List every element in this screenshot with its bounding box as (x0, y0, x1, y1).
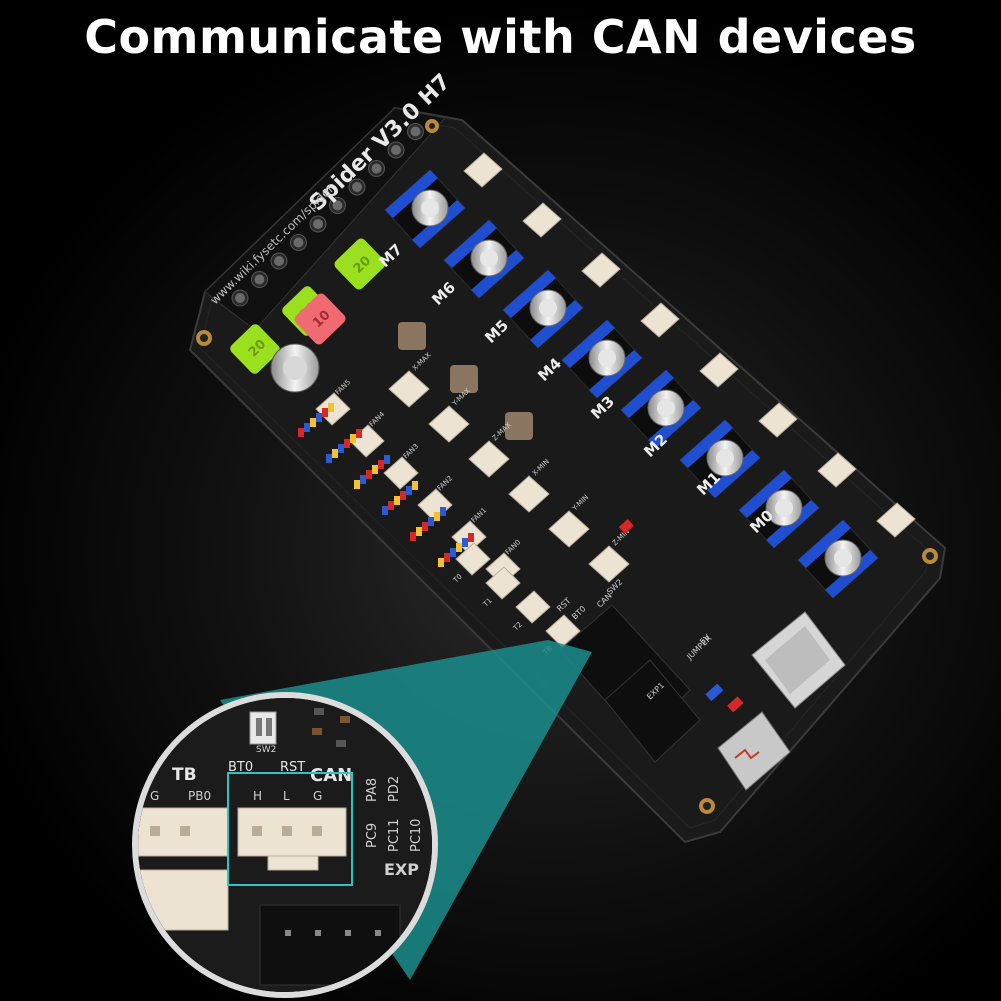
fuse-4: 20 (334, 238, 386, 290)
terminal-screw (270, 252, 288, 270)
can-highlight-box (227, 772, 353, 886)
inductor-3 (505, 412, 533, 440)
jumper-cap (440, 507, 446, 516)
can-l-label: L (283, 789, 290, 803)
jumper-blue (705, 683, 724, 702)
jumper-cap (462, 538, 468, 547)
jumper-cap (394, 496, 400, 505)
tb-label: TB (172, 765, 197, 785)
stepper-driver-slots (384, 152, 916, 599)
can-g-label: G (313, 789, 322, 803)
terminal-screw (407, 123, 424, 140)
fuse-1: 20 (230, 324, 280, 374)
driver-slot (561, 302, 680, 399)
sw2-switch (249, 711, 277, 745)
jumper-cap (350, 434, 356, 443)
jumper-cap (326, 454, 332, 463)
jumper-cap (304, 423, 310, 432)
jumper-cap (360, 475, 366, 484)
terminal-screw (368, 160, 385, 177)
inductor-2 (450, 365, 478, 393)
jumper-cap (322, 408, 328, 417)
headline: Communicate with CAN devices (84, 10, 917, 64)
jumper-cap (438, 558, 444, 567)
driver-slot (679, 402, 798, 499)
exp-label: EXP (384, 860, 419, 879)
bt0-label: BT0 (228, 760, 253, 775)
mounting-holes (196, 119, 938, 814)
pc10-label: PC10 (409, 819, 424, 852)
magnifier: SW2 TB BT0 RST CAN G PB0 H L G (132, 692, 438, 998)
inductor-1 (398, 322, 426, 350)
terminal-screw (290, 234, 307, 251)
fuse-3: 10 (294, 293, 346, 345)
jumper-cap (338, 444, 344, 453)
pa8-label: PA8 (365, 778, 380, 802)
jumper-cap (412, 481, 418, 490)
terminal-screw (348, 178, 366, 196)
jumper-cap (332, 449, 338, 458)
jumper-cap (366, 470, 372, 479)
jumper-cap (382, 506, 388, 515)
jumper-cap (344, 439, 350, 448)
jumper-cap (310, 418, 316, 427)
jumper-cap (384, 455, 390, 464)
jumper-cap (406, 486, 412, 495)
jumper-cap (422, 522, 428, 531)
pc9-label: PC9 (365, 823, 380, 848)
driver-slot (384, 152, 503, 249)
driver-slot (443, 202, 562, 299)
jumper-cap (410, 532, 416, 541)
jumper-cap (468, 533, 474, 542)
can-label: CAN (310, 765, 352, 786)
driver-slot (502, 252, 621, 349)
jumper-headers (298, 403, 474, 567)
rst-label: RST (280, 760, 305, 775)
sw2-label: SW2 (256, 745, 276, 755)
can-h-label: H (253, 789, 262, 803)
jumper-cap (416, 527, 422, 536)
terminal-screw (309, 215, 327, 233)
jumper-cap (298, 428, 304, 437)
jumper-red (727, 696, 744, 713)
jumper-cap (450, 548, 456, 557)
pc11-label: PC11 (387, 819, 402, 852)
jumper-cap (400, 491, 406, 500)
exp-header-zoom (259, 904, 401, 986)
jumper-cap (356, 429, 362, 438)
terminal-screw (231, 289, 249, 307)
jumper-cap (434, 512, 440, 521)
driver-slot (620, 352, 739, 449)
terminal-screw (251, 271, 268, 288)
terminal-screws (231, 123, 424, 307)
pd2-label: PD2 (387, 776, 402, 802)
pin-pb0-label: PB0 (188, 789, 211, 803)
jumper-cap (354, 480, 360, 489)
thermistor-connector: T0 (451, 542, 491, 585)
terminal-screw (387, 141, 405, 159)
terminal-screw (329, 197, 346, 214)
pin-g-label: G (150, 789, 159, 803)
driver-slot (797, 502, 916, 599)
jumper-cap (328, 403, 334, 412)
jumper-cap (372, 465, 378, 474)
driver-slot (738, 452, 857, 549)
jumper-cap (456, 543, 462, 552)
exp-headers (559, 604, 701, 763)
jumper-cap (388, 501, 394, 510)
jumper-cap (378, 460, 384, 469)
jumper-cap (444, 553, 450, 562)
jumper-cap (428, 517, 434, 526)
usb-port (717, 711, 791, 791)
jumper-red-2 (618, 519, 634, 534)
jumper-cap (316, 413, 322, 422)
